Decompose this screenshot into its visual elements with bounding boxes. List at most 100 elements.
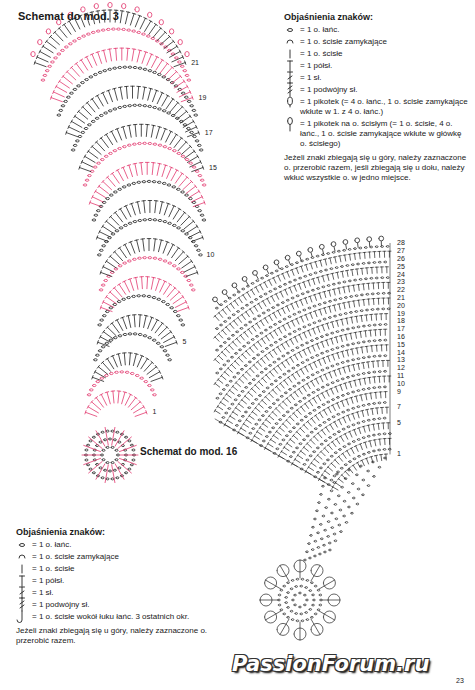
legend-entry: = 1 podwójny sł. bbox=[16, 600, 221, 610]
stitch-row bbox=[85, 391, 147, 417]
legend-entry: = 1 sł. bbox=[284, 73, 468, 83]
picot-row bbox=[213, 236, 384, 305]
chart-title: Schemat do mod. 3 bbox=[18, 10, 119, 23]
stitch-row bbox=[89, 162, 205, 206]
row-number: 27 bbox=[396, 247, 406, 254]
chain-spoke bbox=[304, 457, 387, 561]
stitch-row bbox=[214, 267, 389, 342]
legend-entry: = 1 podwójny sł. bbox=[284, 85, 468, 95]
chain-ring bbox=[278, 578, 323, 621]
row-number: 25 bbox=[396, 263, 406, 270]
legend-entry: = 1 o. ścisłe zamykające bbox=[16, 552, 221, 562]
legend-symbol bbox=[288, 61, 293, 71]
chain-row bbox=[314, 433, 392, 478]
legend-symbol bbox=[288, 117, 293, 131]
row-number: 5 bbox=[182, 338, 188, 345]
row-number: 1 bbox=[151, 408, 157, 415]
chain-row bbox=[98, 218, 203, 256]
legend-entry: = 1 o. łańc. bbox=[284, 25, 468, 35]
row-number: 26 bbox=[396, 255, 406, 262]
legend-symbol bbox=[288, 97, 293, 107]
legend-symbol bbox=[20, 576, 25, 586]
legend-entry: = 1 o. ścisłe zamykające bbox=[284, 37, 468, 47]
chain-row bbox=[219, 324, 387, 424]
chain-row bbox=[87, 371, 156, 396]
row-number: 5 bbox=[396, 419, 402, 426]
stitch-row bbox=[100, 277, 189, 312]
stitch-row bbox=[66, 86, 200, 137]
stitch-row bbox=[97, 201, 204, 242]
legend-note: Jeżeli znaki zbiegają się u góry, należy… bbox=[284, 153, 468, 183]
stitch-row bbox=[278, 392, 387, 459]
row-number: 22 bbox=[396, 286, 406, 293]
legend-note: Jeżeli znaki zbiegają się u góry, należy… bbox=[16, 626, 221, 646]
legend-symbol bbox=[287, 40, 293, 43]
row-number: 17 bbox=[396, 325, 406, 332]
legend-symbol bbox=[290, 50, 291, 58]
stitch-row bbox=[97, 315, 177, 347]
row-number: 13 bbox=[396, 356, 406, 363]
row-number: 10 bbox=[206, 251, 216, 258]
legend-symbol bbox=[288, 72, 293, 83]
chain-row bbox=[92, 180, 206, 221]
page-number: 23 bbox=[456, 677, 464, 685]
legend-entry: = 1 o. ścisłe bbox=[16, 564, 221, 574]
row-number: 16 bbox=[396, 333, 406, 340]
legend-symbol bbox=[287, 28, 292, 31]
row-number: 19 bbox=[396, 310, 406, 317]
legend-symbol bbox=[22, 565, 23, 573]
legend-entry: = 1 o. ścisłe bbox=[284, 49, 468, 59]
legend-entry: = 1 pikotek na o. ścisłym (= 1 o. ścisłe… bbox=[284, 119, 468, 149]
row-number: 14 bbox=[396, 349, 406, 356]
legend-symbol bbox=[20, 587, 25, 598]
row-number: 21 bbox=[190, 59, 200, 66]
wedge-edge bbox=[215, 243, 390, 487]
legend-symbol bbox=[19, 543, 24, 546]
watermark: PassionForum.ru bbox=[232, 652, 429, 676]
row-number: 28 bbox=[396, 239, 406, 246]
row-number: 12 bbox=[396, 364, 406, 371]
chain-row bbox=[327, 448, 391, 485]
chain-row bbox=[233, 339, 387, 431]
legend-symbol bbox=[19, 555, 25, 558]
loop-ring bbox=[260, 560, 340, 640]
chain-row bbox=[287, 402, 386, 462]
legend-symbol bbox=[288, 83, 293, 96]
row-number: 23 bbox=[396, 278, 406, 285]
legend-entry: = 1 półsł. bbox=[284, 61, 468, 71]
legend-box: Objaśnienia znaków: = 1 o. łańc. = 1 o. śc… bbox=[284, 12, 468, 183]
legend-heading: Objaśnienia znaków: bbox=[16, 527, 221, 538]
legend-entry: = 1 sł. bbox=[16, 588, 221, 598]
legend-box: Objaśnienia znaków: = 1 o. łańc. = 1 o. śc… bbox=[16, 527, 221, 646]
legend-heading: Objaśnienia znaków: bbox=[284, 12, 468, 23]
stitch-row bbox=[79, 124, 204, 171]
row-number: 15 bbox=[208, 164, 218, 171]
chain-row bbox=[300, 417, 386, 470]
chart-title: Schemat do mod. 16 bbox=[140, 446, 237, 458]
row-number: 19 bbox=[198, 94, 208, 101]
stitch-row bbox=[251, 360, 390, 443]
row-number: 21 bbox=[396, 294, 406, 301]
legend-entry: = 1 o. ścisłe wokół łuku łańc. 3 ostatni… bbox=[16, 612, 221, 622]
row-number: 7 bbox=[396, 403, 402, 410]
row-number: 20 bbox=[396, 302, 406, 309]
chain-row bbox=[216, 245, 390, 309]
row-number: 10 bbox=[396, 380, 406, 387]
legend-entry: = 1 o. łańc. bbox=[16, 540, 221, 550]
chain-row bbox=[216, 292, 391, 374]
chain-row bbox=[273, 386, 386, 454]
chain-row bbox=[57, 66, 198, 116]
legend-symbol bbox=[17, 611, 22, 623]
stitch-row bbox=[100, 239, 198, 277]
row-number: 18 bbox=[396, 317, 406, 324]
row-number: 15 bbox=[396, 341, 406, 348]
legend-entry: = 1 półsł. bbox=[16, 576, 221, 586]
row-number: 17 bbox=[204, 129, 214, 136]
row-number: 24 bbox=[396, 271, 406, 278]
stitch-row bbox=[332, 454, 388, 490]
chain-row bbox=[216, 261, 387, 329]
chain-row bbox=[99, 257, 195, 291]
stitch-ring bbox=[82, 427, 138, 482]
